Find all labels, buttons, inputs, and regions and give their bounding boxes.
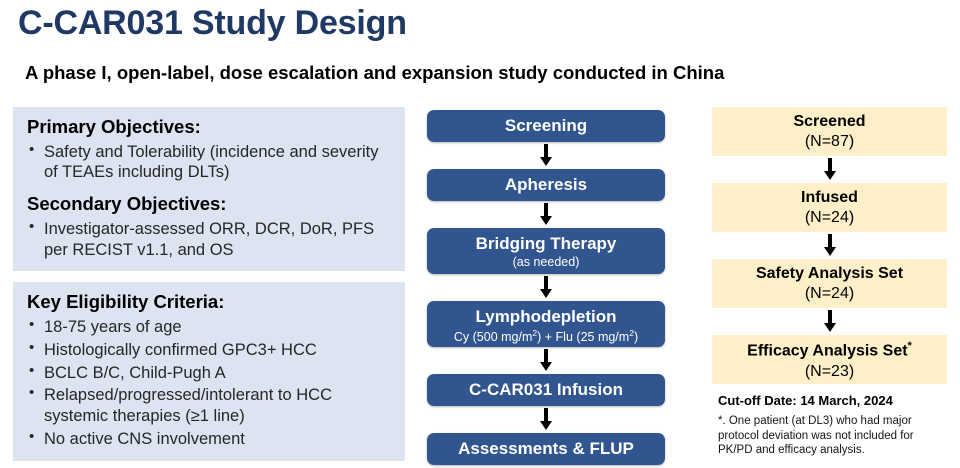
analysis-box-label: Screened — [793, 113, 866, 130]
secondary-objectives-heading: Secondary Objectives: — [27, 193, 227, 215]
analysis-box-count: (N=24) — [804, 285, 855, 303]
primary-objectives-heading: Primary Objectives: — [27, 116, 201, 137]
arrow-down-icon — [712, 156, 947, 183]
eligibility-heading: Key Eligibility Criteria: — [27, 291, 225, 313]
flow-step-sublabel: (as needed) — [512, 255, 580, 270]
study-flow-diagram: Screening Apheresis Bridging Therapy (as… — [427, 110, 665, 465]
flow-step-screening: Screening — [427, 110, 665, 142]
flow-step-label: Bridging Therapy — [475, 234, 617, 253]
footnote-text: *. One patient (at DL3) who had major pr… — [718, 415, 914, 457]
arrow-down-icon — [712, 308, 947, 335]
flow-step-label: C-CAR031 Infusion — [469, 380, 623, 399]
footnote-marker: * — [907, 340, 912, 352]
analysis-sets-flow: Screened (N=87) Infused (N=24) Safety An… — [712, 107, 947, 458]
list-item: Histologically confirmed GPC3+ HCC — [23, 339, 395, 361]
analysis-box-screened: Screened (N=87) — [712, 107, 947, 156]
flow-step-bridging-therapy: Bridging Therapy (as needed) — [427, 228, 665, 274]
analysis-box-efficacy-analysis-set: Efficacy Analysis Set* (N=23) — [712, 335, 947, 384]
list-item: Relapsed/progressed/intolerant to HCC sy… — [23, 384, 395, 427]
page-subtitle: A phase I, open-label, dose escalation a… — [25, 62, 725, 83]
primary-objectives-list: Safety and Tolerability (incidence and s… — [23, 141, 395, 184]
page-title: C-CAR031 Study Design — [18, 4, 407, 42]
list-item: Investigator-assessed ORR, DCR, DoR, PFS… — [23, 218, 395, 261]
list-item: BCLC B/C, Child-Pugh A — [23, 362, 395, 384]
analysis-box-label: Infused — [801, 189, 858, 206]
list-item: 18-75 years of age — [23, 316, 395, 338]
arrow-down-icon — [712, 232, 947, 259]
analysis-box-safety-analysis-set: Safety Analysis Set (N=24) — [712, 259, 947, 308]
arrow-down-icon — [427, 347, 665, 374]
analysis-box-count: (N=87) — [804, 133, 855, 151]
eligibility-list: 18-75 years of age Histologically confir… — [23, 316, 395, 450]
dose-drug1-name: Cy — [453, 330, 470, 345]
eligibility-panel: Key Eligibility Criteria: 18-75 years of… — [13, 282, 405, 461]
arrow-down-icon — [427, 142, 665, 169]
dose-drug2-name: Flu — [555, 330, 573, 345]
cutoff-date-label: Cut-off Date: 14 March, 2024 — [718, 393, 893, 408]
flow-step-label: Screening — [504, 116, 588, 135]
objectives-panel: Primary Objectives: Safety and Tolerabil… — [13, 107, 405, 272]
panel-divider-gap — [13, 271, 405, 282]
flow-step-label: Apheresis — [504, 175, 588, 194]
flow-step-label: Lymphodepletion — [475, 307, 617, 326]
flow-step-ccar031-infusion: C-CAR031 Infusion — [427, 374, 665, 406]
list-item: Safety and Tolerability (incidence and s… — [23, 141, 395, 184]
list-item: No active CNS involvement — [23, 428, 395, 450]
flow-step-assessments-flup: Assessments & FLUP — [427, 433, 665, 465]
left-column: Primary Objectives: Safety and Tolerabil… — [13, 107, 405, 461]
dose-drug2-exponent: 2 — [629, 328, 634, 339]
dose-drug1-value: 500 mg/m — [476, 330, 533, 345]
arrow-down-icon — [427, 274, 665, 301]
flow-step-lymphodepletion: Lymphodepletion Cy (500 mg/m2) + Flu (25… — [427, 301, 665, 347]
secondary-objectives-list: Investigator-assessed ORR, DCR, DoR, PFS… — [23, 218, 395, 261]
analysis-box-count: (N=24) — [804, 209, 855, 227]
arrow-down-icon — [427, 201, 665, 228]
analysis-box-label: Efficacy Analysis Set* — [716, 340, 943, 361]
analysis-box-label-text: Efficacy Analysis Set — [747, 342, 908, 360]
flow-step-label: Assessments & FLUP — [458, 439, 634, 458]
arrow-down-icon — [427, 406, 665, 433]
dose-drug1-exponent: 2 — [532, 328, 538, 339]
analysis-box-count: (N=23) — [804, 362, 855, 380]
analysis-box-infused: Infused (N=24) — [712, 183, 947, 232]
dose-plus: + — [541, 330, 556, 345]
dose-drug2-value: 25 mg/m — [580, 330, 630, 345]
flow-step-dose-sublabel: Cy (500 mg/m2) + Flu (25 mg/m2) — [453, 328, 639, 345]
flow-step-apheresis: Apheresis — [427, 169, 665, 201]
analysis-box-label: Safety Analysis Set — [755, 265, 904, 282]
